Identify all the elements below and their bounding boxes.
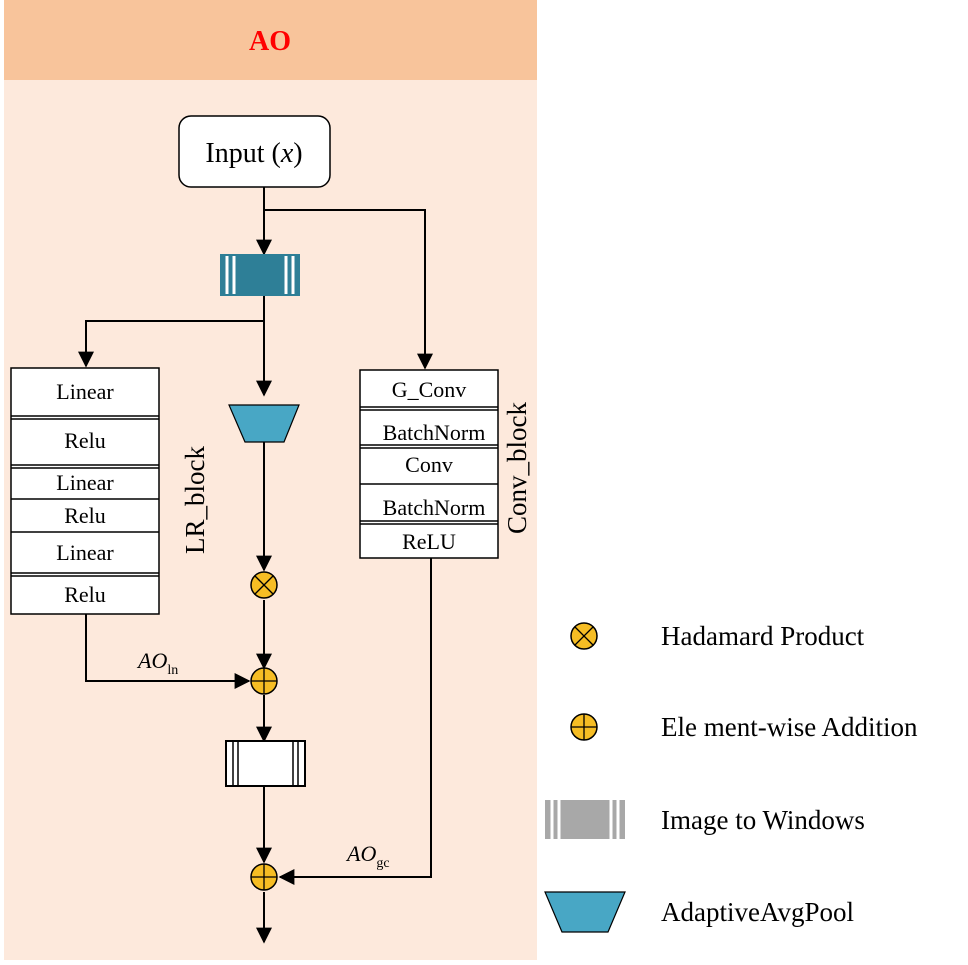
adaptive-avg-pool-icon xyxy=(544,891,626,933)
legend: Hadamard Product Ele ment-wise Addition … xyxy=(544,621,918,933)
lr-layer: Relu xyxy=(64,503,106,528)
lr-block: Linear Relu Linear Relu Linear Relu xyxy=(10,367,160,615)
legend-label: Hadamard Product xyxy=(661,621,865,651)
lr-layer: Linear xyxy=(56,470,114,495)
ao-ln-label: AOln xyxy=(136,648,178,678)
element-wise-addition-operator-output xyxy=(250,863,278,891)
legend-label: Ele ment-wise Addition xyxy=(661,712,918,742)
conv-layer: Conv xyxy=(405,452,453,477)
input-node xyxy=(178,115,331,188)
panel-title: AO xyxy=(249,26,291,57)
element-wise-addition-operator xyxy=(250,667,278,695)
lr-layer: Relu xyxy=(64,582,106,607)
conv-block-label: Conv_block xyxy=(502,402,532,534)
hadamard-product-icon xyxy=(570,622,598,650)
element-wise-addition-icon xyxy=(570,713,598,741)
image-to-windows-icon xyxy=(545,800,625,839)
adaptive-avg-pool-block xyxy=(228,404,300,443)
legend-label: Image to Windows xyxy=(661,805,865,835)
conv-layer: BatchNorm xyxy=(383,420,486,445)
input-node-label: Input (x) xyxy=(205,138,302,169)
hadamard-product-operator xyxy=(250,571,278,599)
conv-layer: ReLU xyxy=(402,529,456,554)
image-to-windows-block xyxy=(220,254,300,296)
conv-block: G_Conv BatchNorm Conv BatchNorm ReLU xyxy=(359,369,499,559)
conv-layer: BatchNorm xyxy=(383,495,486,520)
conv-layer: G_Conv xyxy=(392,377,467,402)
panel-header xyxy=(4,0,537,80)
windows-to-image-block xyxy=(225,740,306,787)
connectors xyxy=(78,187,433,944)
lr-block-label: LR_block xyxy=(180,446,210,554)
lr-layer: Linear xyxy=(56,379,114,404)
legend-label: AdaptiveAvgPool xyxy=(661,897,854,927)
lr-layer: Linear xyxy=(56,540,114,565)
lr-layer: Relu xyxy=(64,428,106,453)
ao-gc-label: AOgc xyxy=(345,841,390,871)
